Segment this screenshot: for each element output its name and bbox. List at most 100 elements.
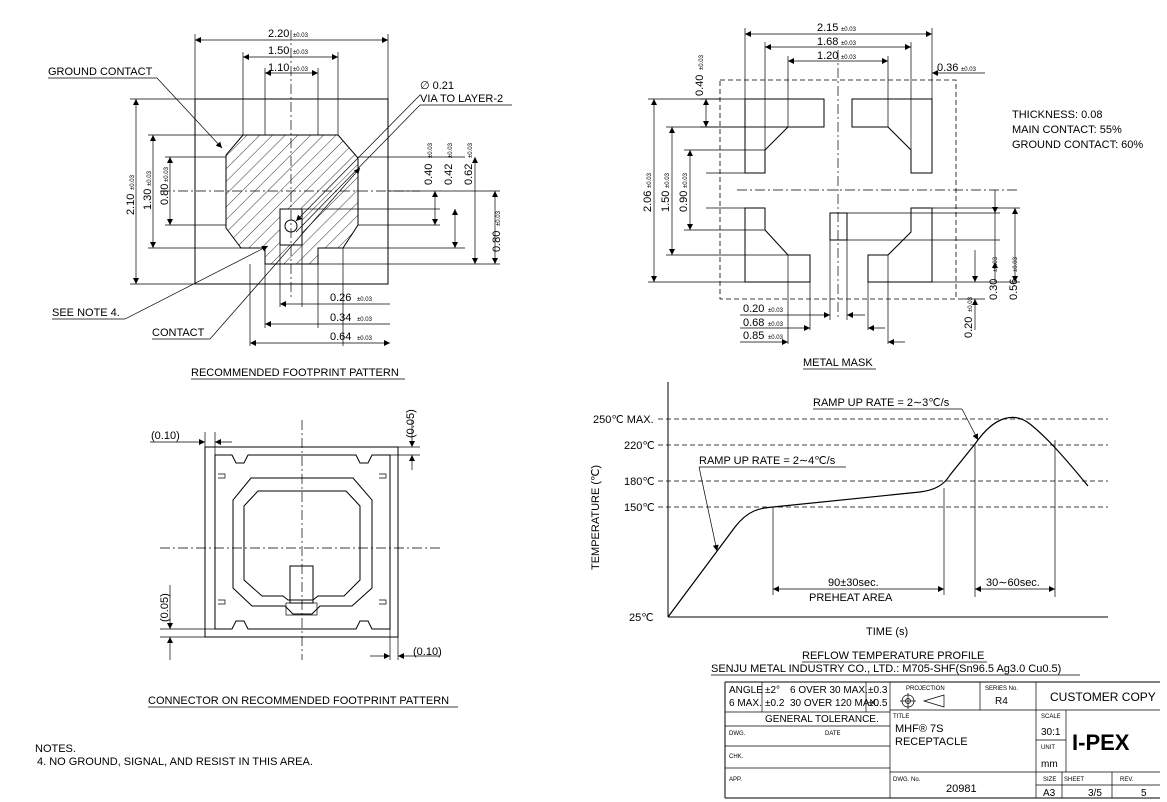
tb-unit: mm bbox=[1041, 759, 1058, 770]
dim-mm-2.06: 2.06 bbox=[642, 191, 654, 212]
ytick-220: 220℃ bbox=[624, 440, 655, 452]
mask-aperture-bl bbox=[744, 207, 811, 283]
mask-aperture-br bbox=[867, 207, 933, 283]
tb-general-tol: GENERAL TOLERANCE. bbox=[765, 714, 879, 725]
mask-aperture-center bbox=[829, 212, 848, 241]
tb-size: A3 bbox=[1043, 788, 1056, 799]
tb-chk: CHK. bbox=[729, 754, 744, 760]
tb-title-1: MHF® 7S bbox=[895, 723, 943, 735]
mask-aperture-tr bbox=[851, 98, 933, 174]
tb-angle-val: ±2° bbox=[765, 685, 780, 696]
tol-mm-7: ±0.03 bbox=[665, 172, 671, 188]
tol-mm-8: ±0.03 bbox=[683, 172, 689, 188]
label-peak-time: 30∼60sec. bbox=[986, 577, 1040, 589]
caption-connector: CONNECTOR ON RECOMMENDED FOOTPRINT PATTE… bbox=[148, 695, 449, 707]
ytick-250: 250℃ MAX. bbox=[593, 414, 654, 426]
tb-tol-02: ±0.2 bbox=[765, 698, 785, 709]
tb-app: APP. bbox=[729, 777, 742, 783]
dim-mm-0.68: 0.68 bbox=[743, 317, 764, 329]
tol-fp-11: ±0.03 bbox=[357, 297, 373, 303]
dim-fp-0.80r: 0.80 bbox=[491, 231, 503, 252]
dim-fp-0.42: 0.42 bbox=[443, 164, 455, 185]
tb-dwgno-label: DWG. No. bbox=[893, 777, 921, 783]
dim-mm-0.90: 0.90 bbox=[678, 191, 690, 212]
caption-footprint: RECOMMENDED FOOTPRINT PATTERN bbox=[191, 367, 399, 379]
notes: NOTES. 4. NO GROUND, SIGNAL, AND RESIST … bbox=[35, 743, 313, 768]
caption-reflow: REFLOW TEMPERATURE PROFILE bbox=[802, 650, 984, 662]
tol-fp-3: ±0.03 bbox=[293, 67, 309, 73]
tol-fp-6: ±0.03 bbox=[164, 166, 170, 182]
connector-ground-ring-outer bbox=[232, 477, 373, 615]
tb-size-label: SIZE bbox=[1043, 777, 1056, 783]
tb-tol-05: ±0.5 bbox=[868, 698, 888, 709]
dim-fp-1.50: 1.50 bbox=[268, 45, 289, 57]
label-ground-contact: GROUND CONTACT bbox=[48, 66, 153, 78]
reflow-chart: 90±30sec. PREHEAT AREA 30∼60sec. 250℃ MA… bbox=[590, 382, 1108, 676]
tol-fp-13: ±0.03 bbox=[357, 336, 373, 342]
dim-fp-0.62: 0.62 bbox=[463, 164, 475, 185]
projection-symbol-icon bbox=[900, 693, 945, 709]
dim-fp-1.30: 1.30 bbox=[142, 189, 154, 210]
dim-mm-1.50: 1.50 bbox=[660, 191, 672, 212]
ytick-150: 150℃ bbox=[624, 502, 655, 514]
dim-fp-0.34: 0.34 bbox=[330, 312, 351, 324]
dim-fp-1.10: 1.10 bbox=[268, 62, 289, 74]
caption-metal-mask: METAL MASK bbox=[803, 357, 873, 369]
connector-center-contact bbox=[289, 565, 314, 604]
mask-spec-thickness: THICKNESS: 0.08 bbox=[1012, 109, 1102, 121]
tol-mm-1: ±0.03 bbox=[841, 27, 857, 33]
tb-dwg-no: 20981 bbox=[946, 783, 977, 795]
tol-mm-11: ±0.03 bbox=[768, 335, 784, 341]
mask-spec-ground: GROUND CONTACT: 60% bbox=[1012, 139, 1143, 151]
tb-unit-label: UNIT bbox=[1041, 745, 1055, 751]
label-via-layer: VIA TO LAYER-2 bbox=[420, 93, 503, 105]
tb-rev-label: REV. bbox=[1120, 777, 1134, 783]
tb-tol-03: ±0.3 bbox=[868, 685, 888, 696]
tb-scale: 30:1 bbox=[1041, 727, 1061, 738]
tb-customer-copy: CUSTOMER COPY bbox=[1050, 690, 1156, 704]
notes-title: NOTES. bbox=[35, 743, 76, 755]
label-preheat-time: 90±30sec. bbox=[828, 577, 879, 589]
reflow-xlabel: TIME (s) bbox=[866, 626, 908, 638]
tol-fp-1: ±0.03 bbox=[293, 33, 309, 39]
dim-fp-0.64: 0.64 bbox=[330, 331, 351, 343]
label-via: ∅ 0.21 bbox=[420, 80, 454, 92]
label-contact: CONTACT bbox=[152, 327, 205, 339]
dim-mm-0.85: 0.85 bbox=[743, 330, 764, 342]
tol-fp-7: ±0.03 bbox=[428, 142, 434, 158]
tb-6max: 6 MAX. bbox=[729, 698, 762, 709]
label-ramp-2: RAMP UP RATE = 2∼3℃/s bbox=[813, 397, 950, 409]
tol-fp-8: ±0.03 bbox=[448, 142, 454, 158]
tb-sheet: 3/5 bbox=[1088, 788, 1102, 799]
mask-spec-main: MAIN CONTACT: 55% bbox=[1012, 124, 1122, 136]
tol-mm-3: ±0.03 bbox=[841, 55, 857, 61]
title-block: ANGLE ±2° 6 MAX. ±0.2 6 OVER 30 MAX. ±0.… bbox=[724, 681, 1160, 799]
dim-fp-0.40: 0.40 bbox=[423, 164, 435, 185]
dim-mm-0.30: 0.30 bbox=[988, 279, 1000, 300]
tol-mm-12: ±0.03 bbox=[993, 256, 999, 272]
dim-cn-0.05-right: (0.05) bbox=[405, 409, 417, 438]
dim-mm-0.40: 0.40 bbox=[694, 75, 706, 96]
tol-mm-5: ±0.03 bbox=[699, 54, 705, 70]
connector-view: (0.10) (0.05) (0.05) (0.10) CONNECTOR ON… bbox=[148, 409, 458, 708]
tb-projection: PROJECTION bbox=[906, 686, 945, 692]
tol-mm-9: ±0.03 bbox=[768, 308, 784, 314]
tb-dwg: DWG. bbox=[729, 731, 746, 737]
mask-aperture-tl bbox=[744, 98, 825, 174]
footprint-view: 2.20 ±0.03 1.50 ±0.03 1.10 ±0.03 2.10 ±0… bbox=[48, 28, 512, 380]
tb-title-2: RECEPTACLE bbox=[895, 736, 968, 748]
dim-mm-1.20: 1.20 bbox=[817, 50, 838, 62]
dim-mm-1.68: 1.68 bbox=[817, 36, 838, 48]
tb-scale-label: SCALE bbox=[1041, 714, 1061, 720]
dim-fp-0.80: 0.80 bbox=[159, 184, 171, 205]
dim-mm-2.15: 2.15 bbox=[817, 22, 838, 34]
tb-series-label: SERIES No. bbox=[985, 686, 1018, 692]
tb-angle: ANGLE bbox=[729, 685, 763, 696]
label-ramp-1: RAMP UP RATE = 2∼4℃/s bbox=[699, 455, 836, 467]
dim-fp-2.10: 2.10 bbox=[125, 194, 137, 215]
ytick-180: 180℃ bbox=[624, 476, 655, 488]
dim-cn-0.10-bottom: (0.10) bbox=[413, 646, 442, 658]
dim-cn-0.10-top: (0.10) bbox=[151, 430, 180, 442]
tol-fp-12: ±0.03 bbox=[357, 317, 373, 323]
